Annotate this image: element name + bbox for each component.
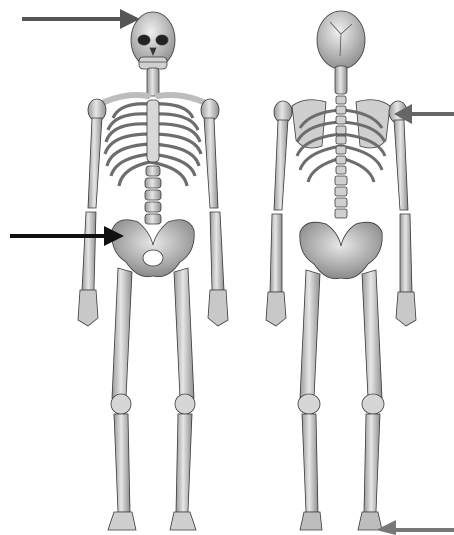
cervical-spine <box>147 68 159 96</box>
hand-left-posterior <box>266 292 286 326</box>
lumbar-spine-anterior <box>145 166 161 224</box>
hand-right <box>208 290 228 326</box>
cervical-spine-posterior <box>335 66 347 94</box>
skull-anterior <box>131 12 175 69</box>
forearm-left-posterior <box>270 214 282 292</box>
hand-left <box>78 290 98 326</box>
foot-left-posterior <box>300 512 322 530</box>
patella-left <box>111 394 131 414</box>
hand-right-posterior <box>396 292 416 326</box>
foot-right-posterior <box>358 512 382 530</box>
patella-right <box>175 394 195 414</box>
sternum <box>147 100 159 162</box>
forearm-right-posterior <box>400 214 412 292</box>
